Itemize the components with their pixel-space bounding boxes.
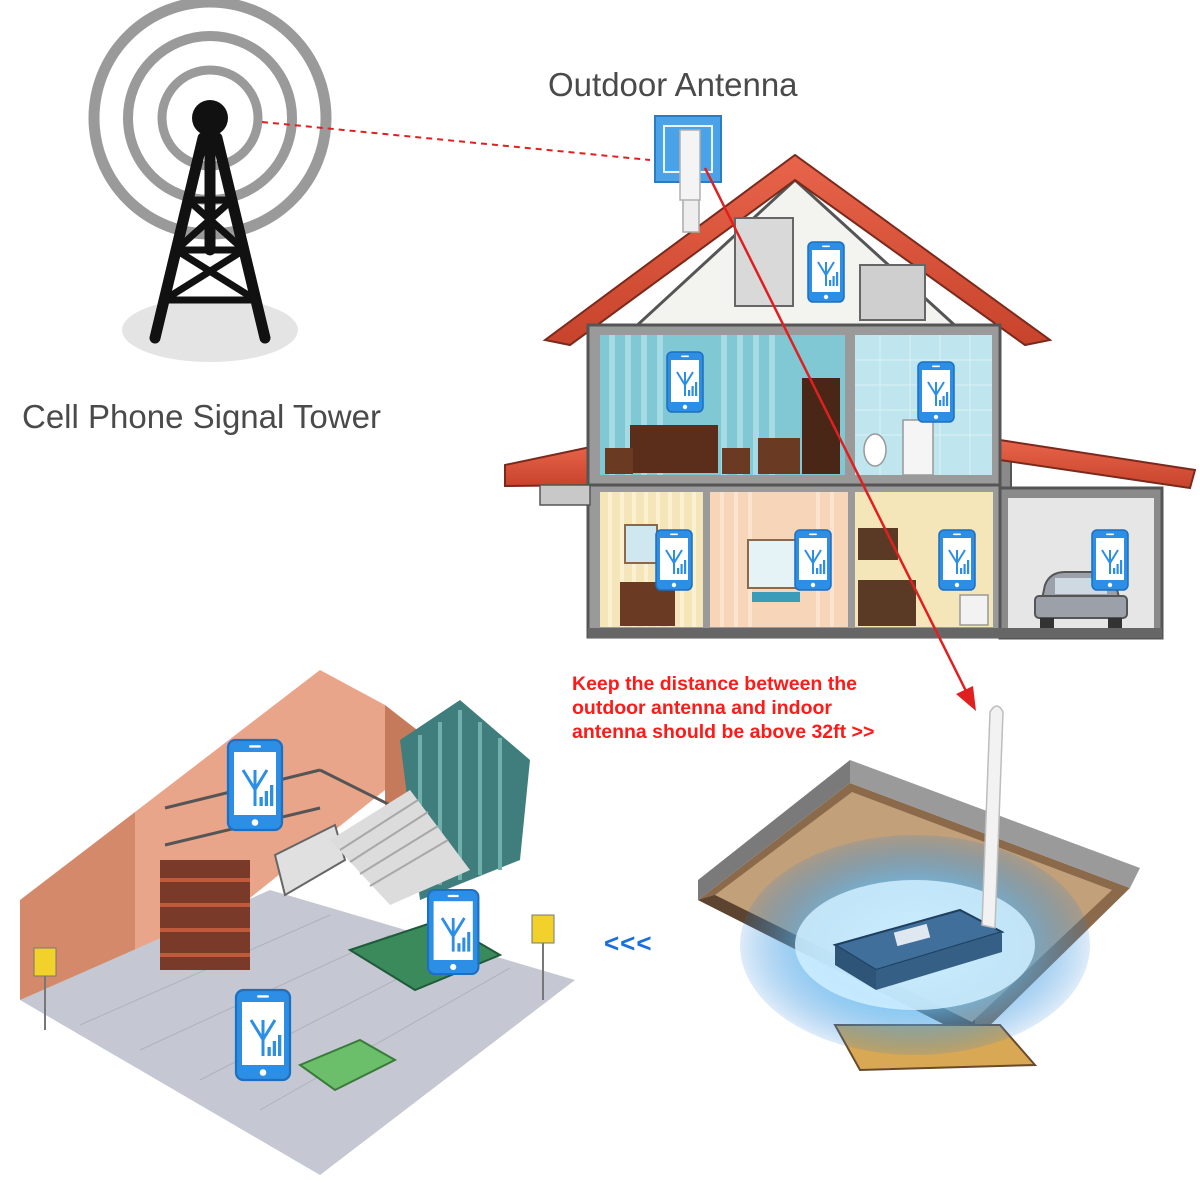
signal-booster-icon bbox=[832, 908, 1005, 990]
phone-signal-icon bbox=[807, 241, 845, 303]
phone-signal-icon bbox=[1091, 529, 1129, 591]
distance-note-line: Keep the distance between the bbox=[572, 673, 857, 695]
distance-note: Keep the distance between the outdoor an… bbox=[572, 672, 874, 744]
tower-label: Cell Phone Signal Tower bbox=[22, 398, 381, 435]
phone-signal-icon bbox=[794, 529, 832, 591]
phone-signal-icon bbox=[666, 351, 704, 413]
signal-tower-icon bbox=[88, 0, 332, 362]
distance-note-line: outdoor antenna and indoor bbox=[572, 697, 832, 719]
indoor-antenna-icon bbox=[981, 705, 1004, 929]
booster-room-illustration bbox=[698, 705, 1140, 1072]
phone-signal-icon bbox=[426, 888, 480, 976]
signal-link-dashed-line bbox=[261, 121, 651, 161]
phone-signal-icon bbox=[234, 988, 292, 1082]
outdoor-antenna-icon bbox=[654, 115, 722, 233]
phone-signal-icon bbox=[226, 738, 284, 832]
outdoor-antenna-label: Outdoor Antenna bbox=[548, 66, 798, 103]
flow-arrow: <<< bbox=[604, 928, 653, 958]
distance-note-line: antenna should be above 32ft >> bbox=[572, 721, 875, 743]
phone-signal-icon bbox=[938, 529, 976, 591]
phone-signal-icon bbox=[917, 361, 955, 423]
phone-signal-icon bbox=[655, 529, 693, 591]
cable-arrowhead bbox=[956, 686, 976, 711]
cable-line bbox=[703, 167, 970, 696]
office-building-illustration bbox=[20, 670, 575, 1175]
